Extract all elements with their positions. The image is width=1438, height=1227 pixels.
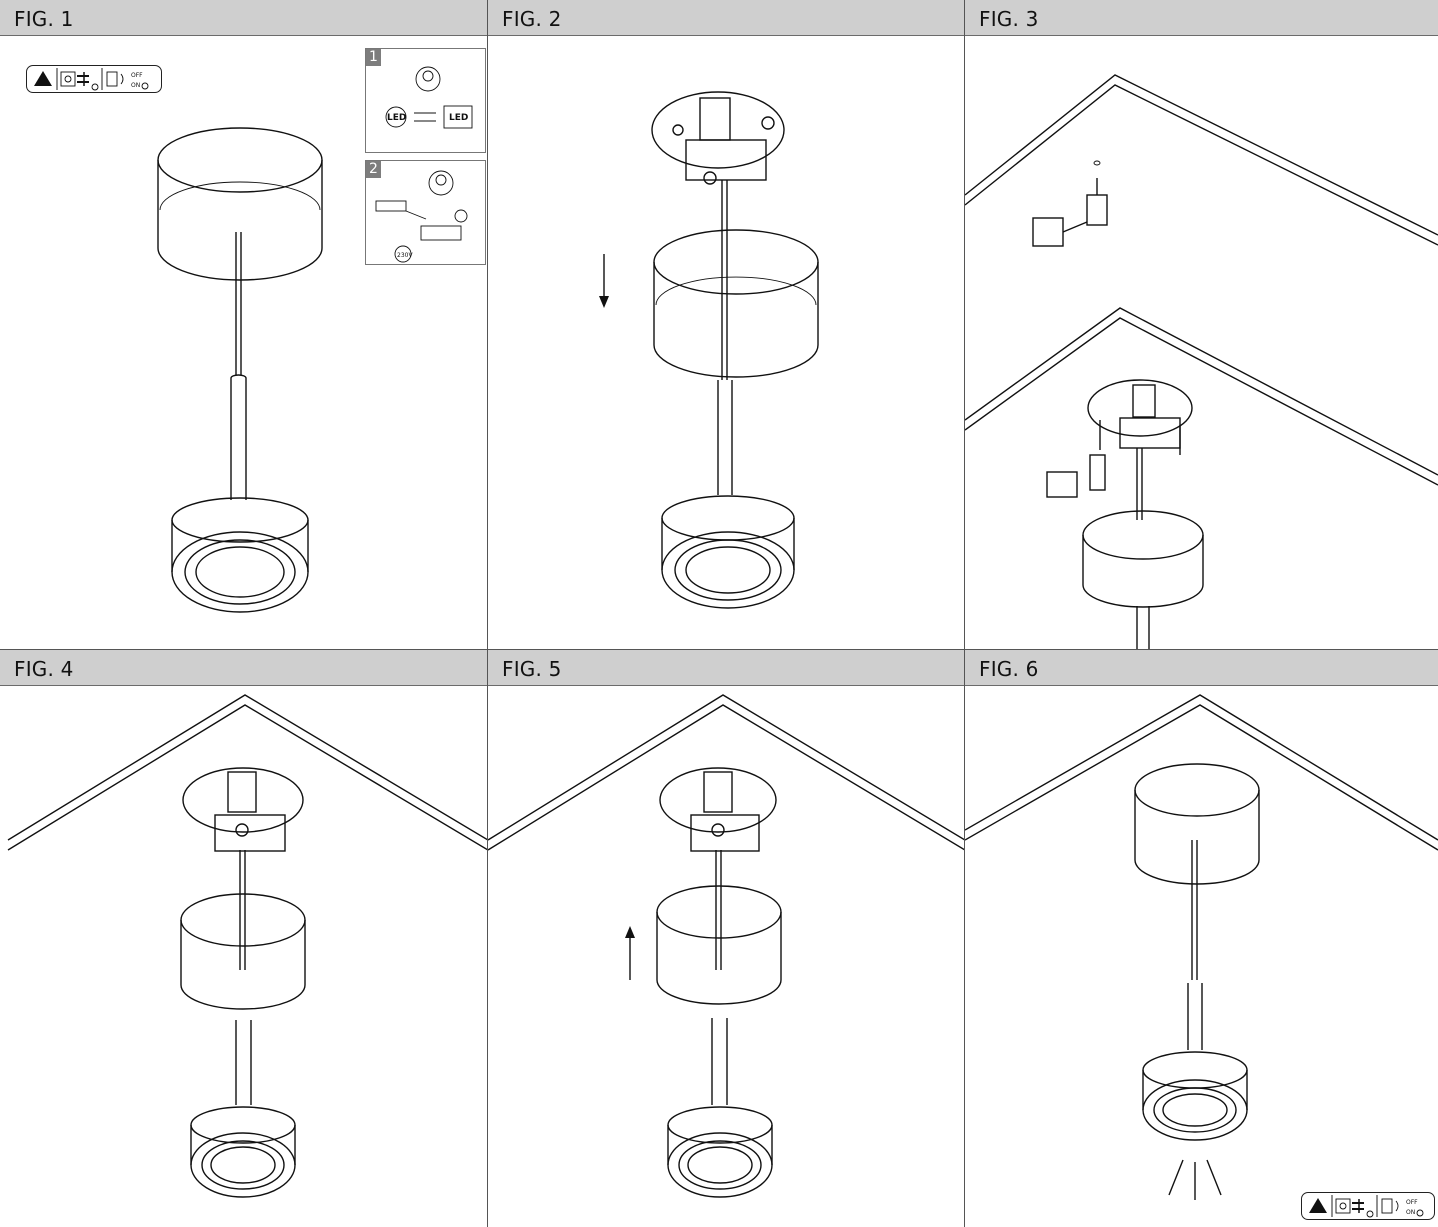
voltage-label: 230V [397,252,413,259]
driver-swap-icon: 230V [375,170,468,263]
switch-off-text: OFF [131,72,143,79]
installed-lamp-drawing [965,694,1438,1200]
pendant-lamp-drawing [157,127,323,613]
driver-replace-inset: 2 230V [365,160,486,265]
figure-3-panel: FIG. 3 [965,0,1438,650]
figure-5-label: FIG. 5 [502,657,562,681]
raising-canopy-drawing [488,694,964,1198]
figure-3-header: FIG. 3 [965,0,1438,36]
figure-1-label: FIG. 1 [14,7,74,31]
figure-2-header: FIG. 2 [488,0,964,36]
led-swap-icon: LED LED [385,66,473,129]
drilling-ceiling-drawing [965,74,1438,650]
lowering-canopy-drawing [599,91,819,609]
figure-2-label: FIG. 2 [502,7,562,31]
figure-1-header: FIG. 1 [0,0,487,36]
led-label-1: LED [387,113,406,123]
row-divider [0,649,1438,650]
figure-1-panel: FIG. 1 OFF ON 1 LED LED [0,0,488,650]
warning-symbols-icon-2: OFF ON [1309,1195,1424,1218]
power-warning-badge-2: OFF ON [1301,1192,1435,1220]
warning-symbols-icon: OFF ON [34,68,149,91]
figure-5-header: FIG. 5 [488,650,964,686]
power-warning-badge: OFF ON [26,65,162,93]
led-label-2: LED [449,113,468,123]
figure-4-header: FIG. 4 [0,650,487,686]
switch-on-text: ON [131,82,140,89]
inset-step-1: 1 [366,49,381,66]
switch-on-text-2: ON [1406,1209,1415,1216]
figure-5-panel: FIG. 5 [488,650,965,1227]
figure-3-label: FIG. 3 [979,7,1039,31]
figure-4-label: FIG. 4 [14,657,74,681]
led-replace-inset: 1 LED LED [365,48,486,153]
switch-off-text-2: OFF [1406,1199,1418,1206]
figure-4-panel: FIG. 4 [0,650,488,1227]
figure-6-panel: FIG. 6 [965,650,1438,1227]
figure-6-header: FIG. 6 [965,650,1438,686]
figure-2-panel: FIG. 2 [488,0,965,650]
figure-6-label: FIG. 6 [979,657,1039,681]
fixing-plate-drawing [7,694,487,1198]
inset-step-2: 2 [366,161,381,178]
